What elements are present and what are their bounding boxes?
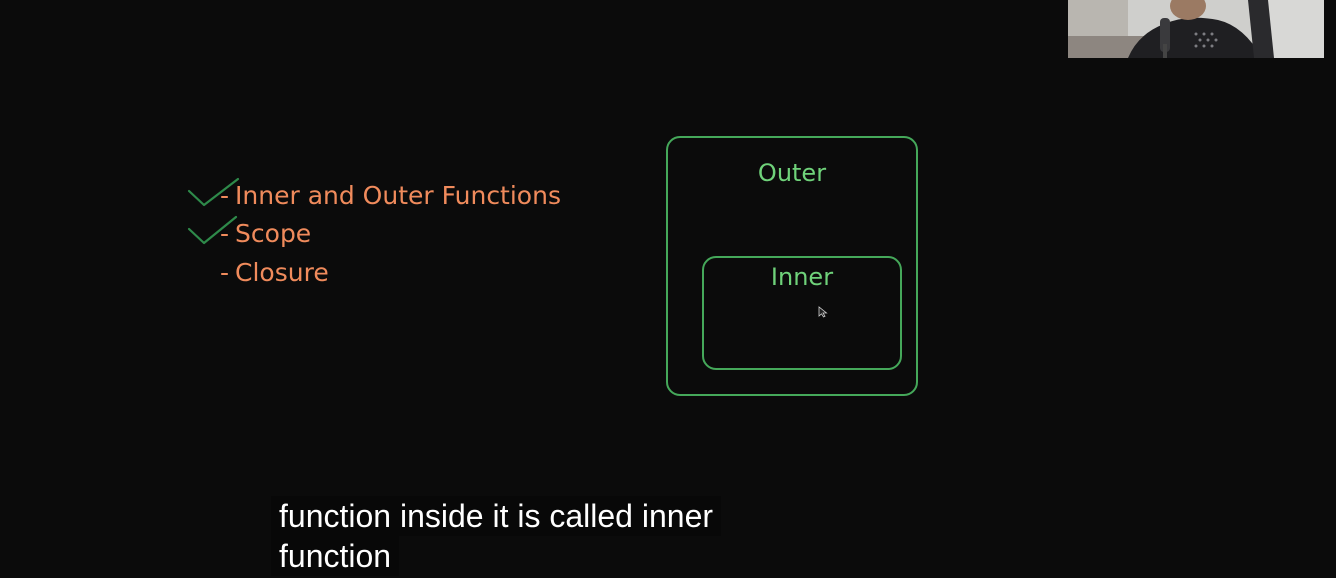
agenda-item-label: Closure <box>235 258 329 287</box>
caption-line: function inside it is called inner <box>271 496 722 536</box>
checkmark-icon <box>187 177 240 207</box>
agenda-item-scope: -Scope <box>220 217 311 251</box>
caption-line: function <box>271 536 400 576</box>
agenda-dash: - <box>220 181 230 210</box>
inner-function-box: Inner <box>702 256 902 370</box>
agenda-dash: - <box>220 258 230 287</box>
presenter-webcam <box>1068 0 1324 58</box>
agenda-item-closure: -Closure <box>220 256 329 290</box>
mouse-cursor-icon <box>818 306 828 318</box>
agenda-dash: - <box>220 219 230 248</box>
agenda-item-label: Scope <box>235 219 312 248</box>
agenda-item-label: Inner and Outer Functions <box>235 181 561 210</box>
checkmark-icon <box>187 215 238 245</box>
video-captions: function inside it is called inner funct… <box>271 496 771 578</box>
agenda-list: -Inner and Outer Functions -Scope -Closu… <box>186 175 606 295</box>
agenda-item-inner-outer: -Inner and Outer Functions <box>220 179 561 213</box>
presenter-webcam-icon <box>1068 0 1324 58</box>
inner-label: Inner <box>770 263 834 291</box>
outer-function-box: Outer Inner <box>666 136 918 396</box>
outer-label: Outer <box>757 159 827 187</box>
scope-diagram: Outer Inner <box>664 134 926 402</box>
